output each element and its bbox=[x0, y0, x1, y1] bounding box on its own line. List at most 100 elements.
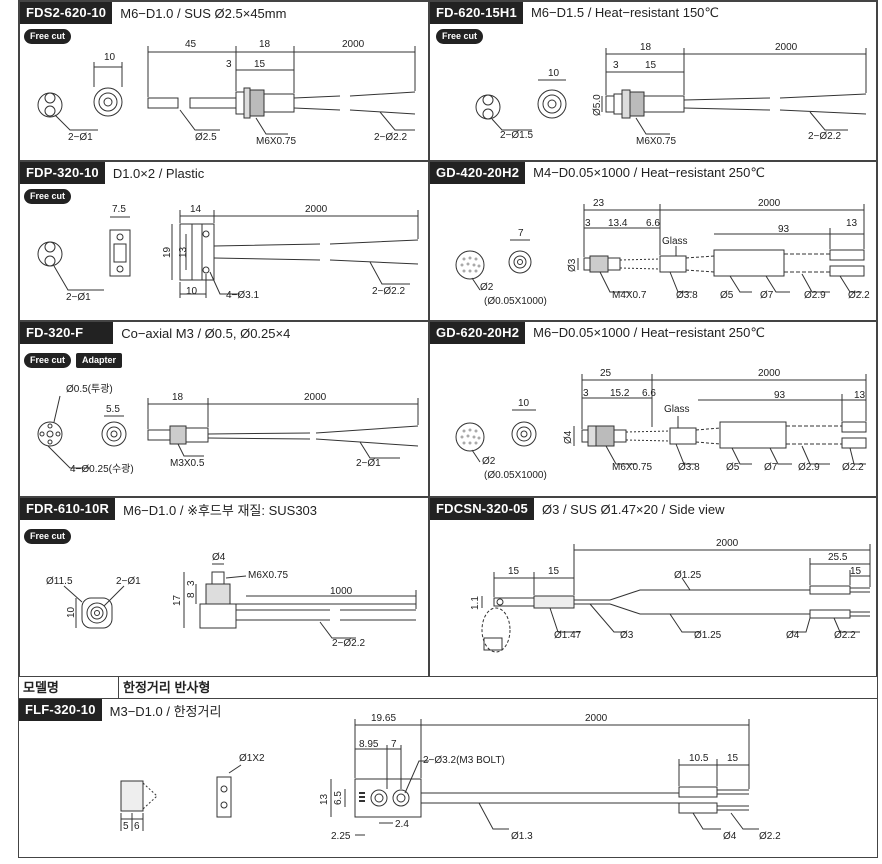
callout-label: Ø2.9 bbox=[798, 462, 820, 473]
dim-label: Ø0.5(투광) bbox=[66, 383, 113, 395]
dim-label: 6.6 bbox=[646, 218, 660, 229]
dim-label: 2000 bbox=[716, 538, 739, 549]
model-description: M4−D0.05×1000 / Heat−resistant 250℃ bbox=[533, 165, 765, 180]
dim-label: 10 bbox=[548, 68, 560, 79]
dim-label: 3 bbox=[613, 60, 619, 71]
callout-label: 4−Ø3.1 bbox=[226, 290, 260, 301]
callout-label: 2−Ø1 bbox=[68, 132, 93, 143]
dim-label: 3 bbox=[226, 59, 232, 70]
band-column-model: 모델명 bbox=[19, 677, 119, 699]
adapter-badge: Adapter bbox=[76, 353, 123, 368]
callout-label: 2−Ø2.2 bbox=[374, 132, 408, 143]
dim-label: 19 bbox=[162, 246, 173, 258]
dim-label: 7 bbox=[518, 228, 524, 239]
spec-cell-fds2-620-10: FDS2-620-10 M6−D1.0 / SUS Ø2.5×45mm Free… bbox=[19, 1, 429, 161]
dim-label: 18 bbox=[172, 392, 184, 403]
dim-label: 23 bbox=[593, 198, 605, 209]
callout-label: M6X0.75 bbox=[636, 136, 676, 147]
dim-label: 15 bbox=[645, 60, 657, 71]
dim-label: 6.5 bbox=[333, 791, 344, 805]
dim-label: 13 bbox=[854, 390, 866, 401]
callout-label: 2−Ø1 bbox=[356, 458, 381, 469]
free-cut-badge: Free cut bbox=[24, 29, 72, 44]
callout-label: M6X0.75 bbox=[256, 136, 296, 147]
dim-label: 14 bbox=[190, 204, 202, 215]
dim-label: 2000 bbox=[342, 39, 365, 50]
spec-cell-fdp-320-10: FDP-320-10 D1.0×2 / Plastic Free cut 7.5… bbox=[19, 161, 429, 321]
callout-label: 2−Ø2.2 bbox=[332, 638, 366, 649]
dim-label: 15 bbox=[727, 753, 739, 764]
drawing-gd-420-20h2: 23 2000 7 3 13.4 6.6 Glass 93 13 Ø3 Ø2 (… bbox=[455, 198, 870, 307]
dim-label: 7 bbox=[391, 739, 397, 750]
callout-label: Ø2.5 bbox=[195, 132, 217, 143]
callout-label: 2−Ø1 bbox=[66, 292, 91, 303]
dim-label: Ø4 bbox=[212, 552, 226, 563]
dim-label: 10 bbox=[104, 52, 116, 63]
dim-label: Ø11.5 bbox=[46, 576, 73, 587]
dim-label: 93 bbox=[774, 390, 786, 401]
callout-label: (Ø0.05X1000) bbox=[484, 470, 547, 481]
cell-header: FDR-610-10R M6−D1.0 / ※후드부 재질: SUS303 bbox=[20, 498, 317, 520]
callout-label: Ø2.2 bbox=[834, 630, 856, 641]
dim-label: 1000 bbox=[330, 586, 353, 597]
dim-label: 1.1 bbox=[470, 596, 481, 610]
dim-label: 15 bbox=[254, 59, 266, 70]
callout-label: Ø5 bbox=[720, 290, 734, 301]
model-description: D1.0×2 / Plastic bbox=[112, 165, 205, 181]
callout-label: Ø3 bbox=[620, 630, 634, 641]
model-name: FDS2-620-10 bbox=[20, 2, 113, 24]
dim-label: 25 bbox=[600, 368, 612, 379]
callout-label: 2−Ø1.5 bbox=[500, 130, 534, 141]
callout-label: 2−Ø2.2 bbox=[808, 131, 842, 142]
callout-label: 4−Ø0.25(수광) bbox=[70, 463, 134, 475]
cell-header: FDS2-620-10 M6−D1.0 / SUS Ø2.5×45mm bbox=[20, 2, 286, 24]
dim-label: 45 bbox=[185, 39, 197, 50]
dim-label: 2−Ø3.2(M3 BOLT) bbox=[423, 755, 505, 766]
section-band: 모델명 한정거리 반사형 bbox=[19, 677, 877, 699]
dim-label: M6X0.75 bbox=[248, 570, 288, 581]
dim-label: 2.25 bbox=[331, 831, 351, 842]
dim-label: Glass bbox=[662, 236, 688, 247]
model-description: M6−D1.5 / Heat−resistant 150℃ bbox=[530, 5, 719, 20]
dim-label: 2000 bbox=[304, 392, 327, 403]
dim-label: 13 bbox=[319, 793, 330, 805]
dim-label: 6 bbox=[134, 821, 140, 832]
spec-cell-fdcsn-320-05: FDCSN-320-05 Ø3 / SUS Ø1.47×20 / Side vi… bbox=[429, 497, 877, 677]
callout-label: M6X0.75 bbox=[612, 462, 652, 473]
dim-label: 2−Ø1 bbox=[116, 576, 141, 587]
dim-label: 18 bbox=[640, 42, 652, 53]
dim-label: 10 bbox=[66, 606, 77, 618]
dim-label: 93 bbox=[778, 224, 790, 235]
drawing-fd-620-15h1: 10 18 2000 3 15 Ø5.0 2−Ø1.5 M6X0.75 2−Ø2… bbox=[475, 42, 867, 147]
dim-label: 2000 bbox=[758, 198, 781, 209]
dim-label: 5.5 bbox=[106, 404, 120, 415]
cell-header: GD-420-20H2 M4−D0.05×1000 / Heat−resista… bbox=[430, 162, 765, 184]
dim-label: 3 bbox=[186, 580, 197, 586]
band-column-type: 한정거리 반사형 bbox=[123, 680, 211, 695]
cell-header: FLF-320-10 M3−D1.0 / 한정거리 bbox=[19, 699, 221, 721]
spec-cell-fd-620-15h1: FD-620-15H1 M6−D1.5 / Heat−resistant 150… bbox=[429, 1, 877, 161]
free-cut-badge: Free cut bbox=[24, 529, 72, 544]
drawing-fdcsn-320-05: 2000 25.5 15 15 15 Ø1.25 1.1 Ø1.47 Ø3 Ø1… bbox=[470, 538, 871, 653]
dim-label: 13 bbox=[178, 246, 189, 258]
drawing-fdr-610-10r: Ø4 M6X0.75 Ø11.5 2−Ø1 10 17 8 3 1000 2−Ø… bbox=[46, 552, 417, 649]
callout-label: Ø3.8 bbox=[678, 462, 700, 473]
callout-label: M3X0.5 bbox=[170, 458, 205, 469]
callout-label: 2−Ø2.2 bbox=[372, 286, 406, 297]
model-name: FDCSN-320-05 bbox=[430, 498, 534, 520]
cell-header: FDP-320-10 D1.0×2 / Plastic bbox=[20, 162, 204, 184]
callout-label: Ø7 bbox=[760, 290, 774, 301]
dim-label: 6.6 bbox=[642, 388, 656, 399]
dim-label: 19.65 bbox=[371, 713, 396, 724]
dim-label: 25.5 bbox=[828, 552, 848, 563]
spec-cell-fdr-610-10r: FDR-610-10R M6−D1.0 / ※후드부 재질: SUS303 Fr… bbox=[19, 497, 429, 677]
model-name: FD-320-F bbox=[20, 322, 114, 344]
drawing-fdp-320-10: 7.5 14 2000 19 13 10 2−Ø1 4−Ø3.1 2−Ø2.2 bbox=[37, 204, 419, 303]
free-cut-badge: Free cut bbox=[436, 29, 484, 44]
dim-label: Glass bbox=[664, 404, 690, 415]
dim-label: 13.4 bbox=[608, 218, 628, 229]
model-name: GD-420-20H2 bbox=[430, 162, 526, 184]
callout-label: Ø4 bbox=[786, 630, 800, 641]
model-description: M6−D1.0 / ※후드부 재질: SUS303 bbox=[123, 502, 318, 518]
free-cut-badge: Free cut bbox=[24, 353, 72, 368]
